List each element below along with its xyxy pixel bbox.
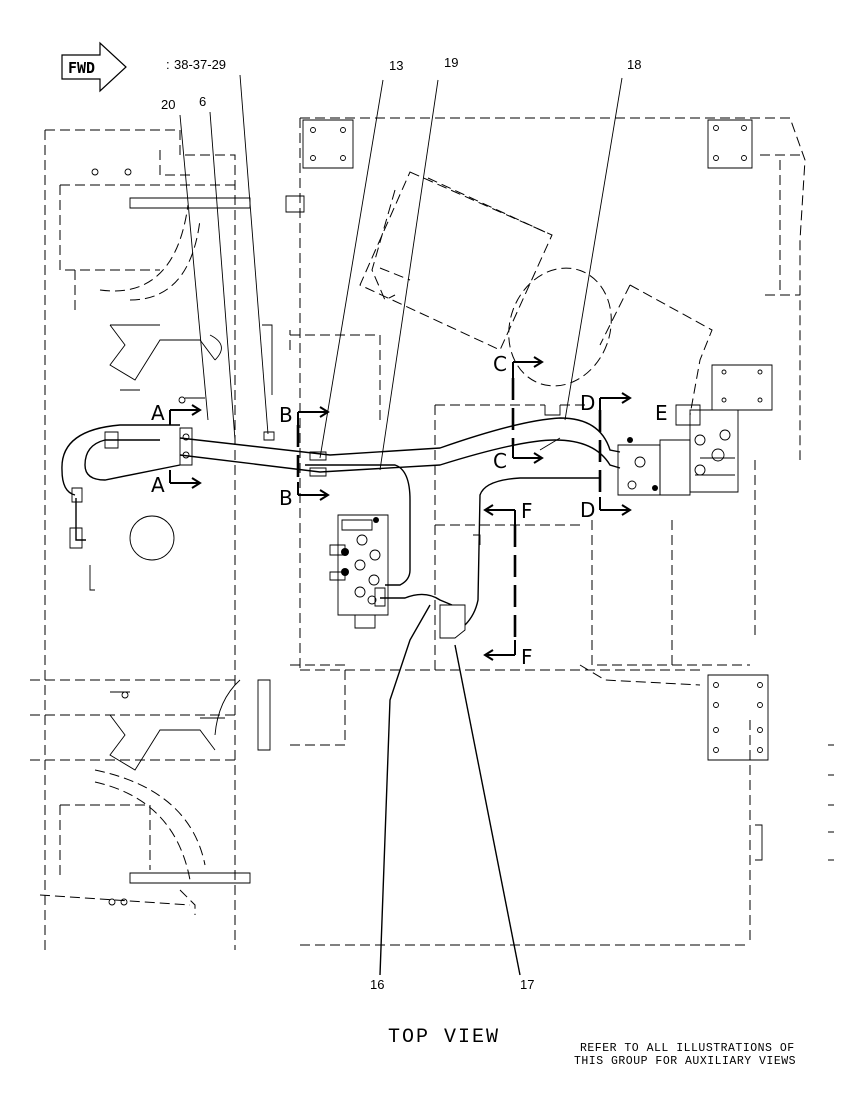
section-f-top: F [521, 499, 533, 523]
callout-17: 17 [520, 977, 534, 992]
note-line-1: REFER TO ALL ILLUSTRATIONS OF [580, 1042, 795, 1055]
fwd-label: FWD [68, 59, 95, 77]
view-title: TOP VIEW [388, 1026, 500, 1049]
callout-18: 18 [627, 57, 641, 72]
section-f-bottom: F [521, 645, 533, 669]
callout-19: 19 [444, 55, 458, 70]
pump-assembly [617, 404, 739, 496]
section-b-bottom: B [279, 486, 293, 510]
filter-housing-outline [359, 171, 713, 416]
control-valve-bank [329, 514, 466, 639]
note-line-2: THIS GROUP FOR AUXILIARY VIEWS [574, 1055, 796, 1068]
callout-labels: : 38-37-29 20 6 13 19 18 16 17 [161, 55, 641, 992]
callout-20: 20 [161, 97, 175, 112]
section-c-bottom: C [493, 449, 507, 473]
callout-38-37-29: 38-37-29 [174, 57, 226, 72]
callout-13: 13 [389, 58, 403, 73]
section-d-bottom: D [580, 498, 595, 522]
hose-clamps [69, 427, 327, 549]
callout-38-37-29-prefix: : [166, 57, 170, 72]
section-cut-lines [169, 356, 632, 661]
section-labels: A A B B C C D D E F F [151, 352, 668, 669]
section-d-top: D [580, 391, 595, 415]
callout-16: 16 [370, 977, 384, 992]
section-e: E [655, 401, 668, 425]
fwd-arrow-icon: FWD [61, 41, 127, 93]
main-frame-outline [285, 117, 835, 946]
callout-6: 6 [199, 94, 206, 109]
section-a-top: A [151, 401, 165, 425]
section-a-bottom: A [151, 473, 165, 497]
hose-assemblies [61, 405, 621, 976]
left-frame-outline [30, 129, 251, 950]
valve-platform-outline [178, 324, 750, 751]
callout-leaders [179, 74, 623, 471]
section-c-top: C [493, 352, 507, 376]
section-b-top: B [279, 403, 293, 427]
